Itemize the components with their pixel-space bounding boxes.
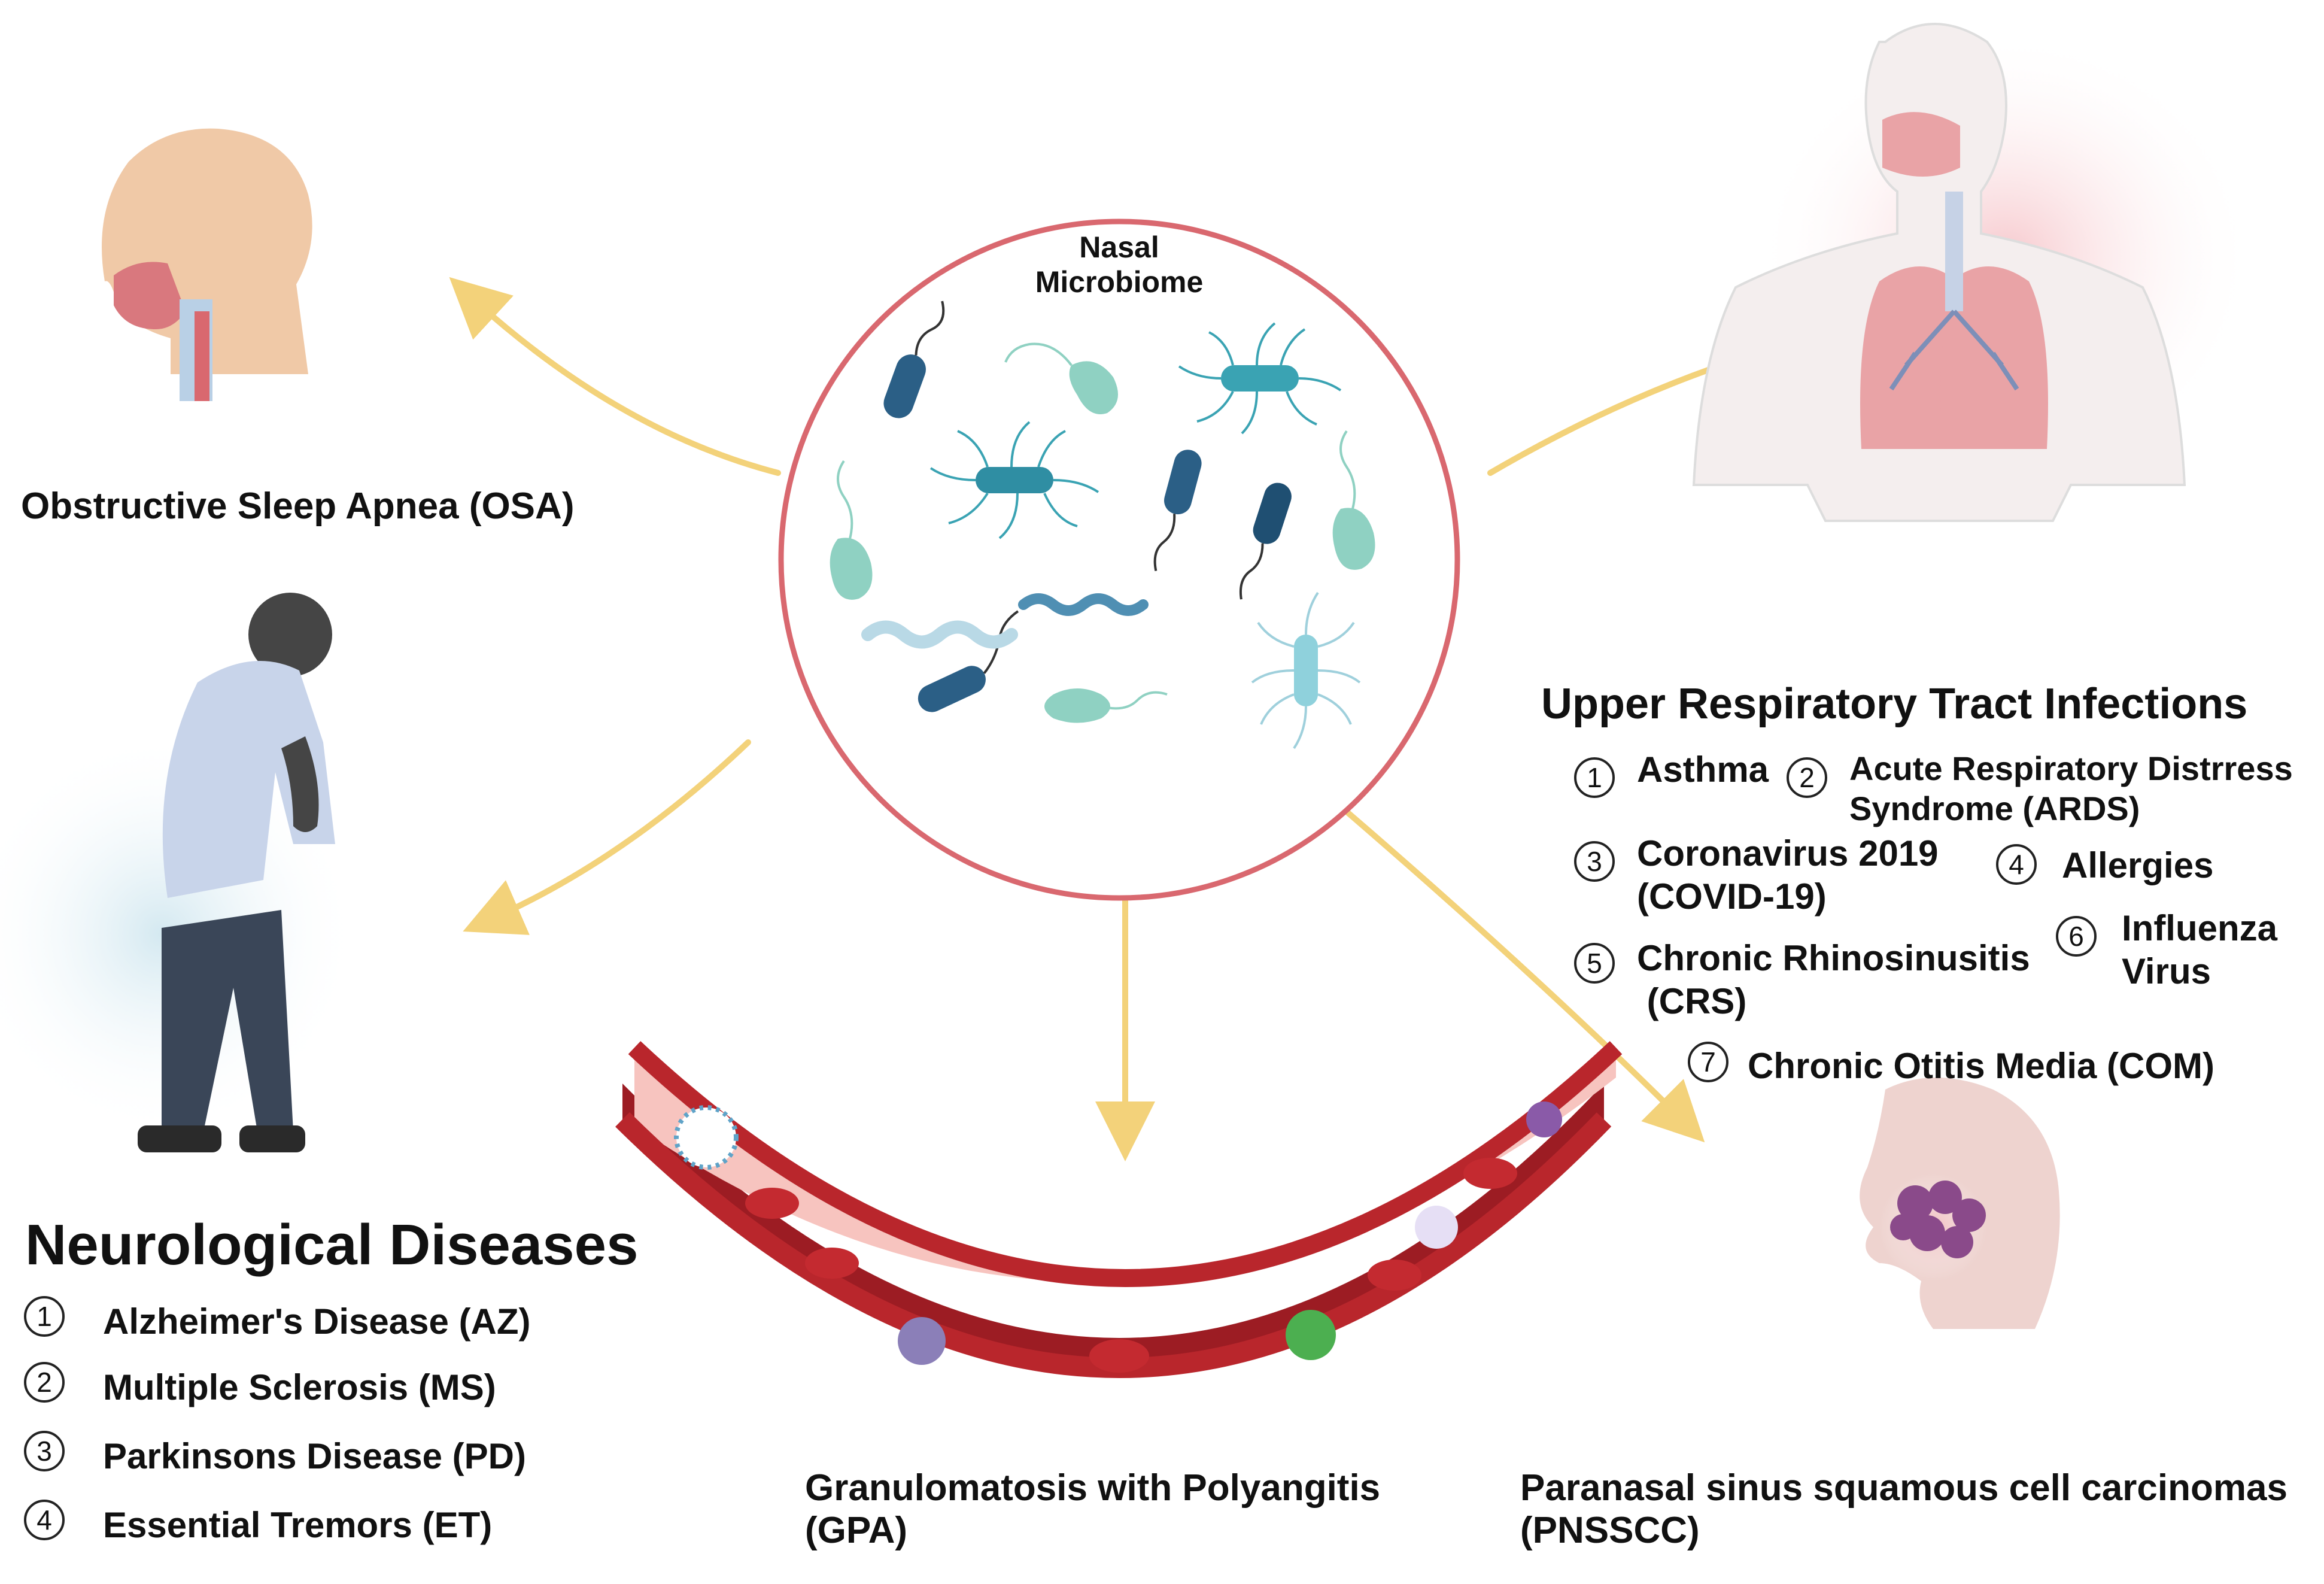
uri-num-2: 2 xyxy=(1787,757,1827,798)
bacteria-rod-2 xyxy=(1153,450,1202,571)
arrow-to-pnsscc xyxy=(1326,793,1705,1143)
neuro-num-1: 1 xyxy=(24,1296,65,1337)
arrow-to-osa xyxy=(449,277,781,476)
neuro-num-4: 4 xyxy=(24,1500,65,1540)
gpa-label: Granulomatosis with Polyangitis (GPA) xyxy=(805,1467,1381,1552)
nose-tumor-illustration xyxy=(1860,1078,2060,1329)
neuro-title: Neurological Diseases xyxy=(25,1213,639,1277)
uri-label-6: Influenza Virus xyxy=(2122,908,2278,991)
spirochete-1 xyxy=(861,620,1018,649)
uri-label-2: Acute Respiratory Distrress Syndrome (AR… xyxy=(1849,749,2293,828)
blood-vessel-illustration xyxy=(615,1041,1623,1378)
neuro-label-3: Parkinsons Disease (PD) xyxy=(103,1436,526,1476)
osa-head-illustration xyxy=(102,128,312,401)
uri-label-5: Chronic Rhinosinusitis (CRS) xyxy=(1637,938,2030,1021)
neuro-num-3: 3 xyxy=(24,1431,65,1471)
uri-num-5: 5 xyxy=(1574,943,1615,984)
uri-label-3: Coronavirus 2019 (COVID-19) xyxy=(1637,833,1939,917)
uri-label-1: Asthma xyxy=(1637,749,1769,790)
bacteria-flagellated-1 xyxy=(1178,322,1342,435)
bacteria-rod-3 xyxy=(1239,483,1292,600)
arrow-to-neuro xyxy=(463,739,751,935)
uri-label-7: Chronic Otitis Media (COM) xyxy=(1748,1046,2214,1086)
bacteria-flagellated-2 xyxy=(929,421,1099,539)
arrows xyxy=(449,277,1801,1161)
uri-label-4: Allergies xyxy=(2062,845,2214,885)
uri-num-7: 7 xyxy=(1688,1042,1728,1082)
bacteria-flagellated-3 xyxy=(1251,591,1361,749)
neuro-label-1: Alzheimer's Disease (AZ) xyxy=(103,1301,531,1342)
uri-num-1: 1 xyxy=(1574,757,1615,798)
spirochete-2 xyxy=(1018,593,1149,616)
neuro-label-2: Multiple Sclerosis (MS) xyxy=(103,1367,496,1407)
osa-label: Obstructive Sleep Apnea (OSA) xyxy=(21,485,575,527)
bacteria-rod-1 xyxy=(883,301,945,418)
elderly-man-illustration xyxy=(0,593,359,1152)
pnsscc-label: Paranasal sinus squamous cell carcinomas… xyxy=(1520,1467,2287,1552)
nasal-microbiome-circle xyxy=(778,219,1460,901)
bacteria-curved-2 xyxy=(830,460,873,600)
uri-title: Upper Respiratory Tract Infections xyxy=(1541,680,2248,728)
neuro-label-4: Essential Tremors (ET) xyxy=(103,1505,493,1545)
uri-num-6: 6 xyxy=(2056,916,2097,957)
uri-num-3: 3 xyxy=(1574,841,1615,882)
neuro-num-2: 2 xyxy=(24,1362,65,1403)
bacteria-curved-1 xyxy=(1004,342,1118,414)
tumor-cluster xyxy=(1890,1181,1986,1258)
nasal-microbiome-title: Nasal Microbiome xyxy=(1035,230,1204,299)
bacteria-curved-3 xyxy=(1332,430,1375,570)
bacteria-curved-4 xyxy=(1044,688,1168,723)
uri-num-4: 4 xyxy=(1996,844,2037,885)
respiratory-torso-illustration xyxy=(1692,23,2256,522)
